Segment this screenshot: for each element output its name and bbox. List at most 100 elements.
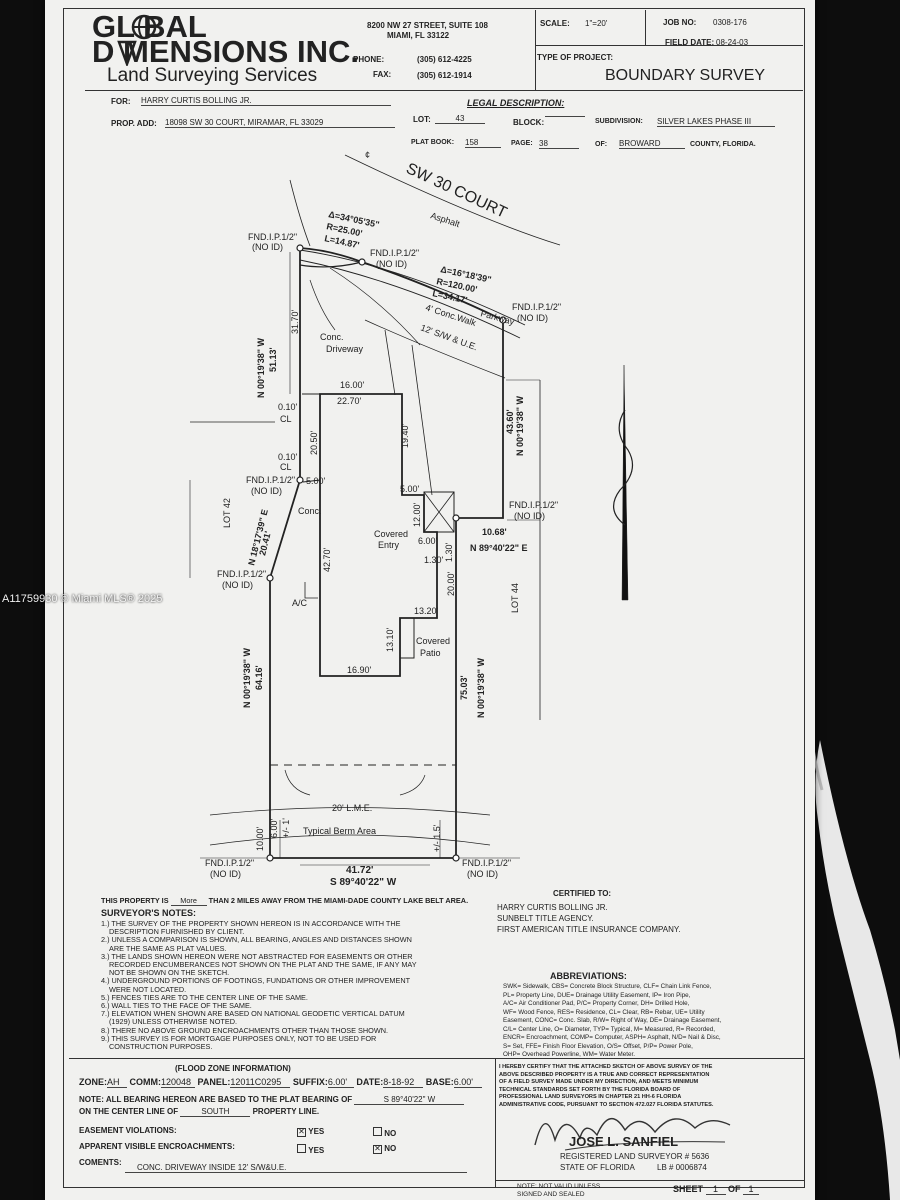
fnd-ip-5: FND.I.P.1/2" — [509, 500, 558, 510]
for-label: FOR: — [111, 97, 131, 106]
surveyor-signature — [534, 1118, 731, 1151]
dim-16-00: 16.00' — [340, 380, 365, 390]
easement-yes-checkbox[interactable]: ✕ — [297, 1127, 306, 1137]
for-value: HARRY CURTIS BOLLING JR. — [141, 96, 391, 106]
company-tagline: Land Surveying Services — [107, 65, 318, 86]
easement-no-option[interactable]: NO — [373, 1127, 396, 1138]
dim-16-90: 16.90' — [347, 665, 372, 675]
lot-label: LOT: — [413, 115, 431, 124]
walk-label: 4' Conc.Walk — [424, 302, 477, 328]
county-value: BROWARD — [619, 139, 685, 149]
dim-22-70: 22.70' — [337, 396, 362, 406]
marble-countertop — [808, 729, 900, 1200]
plus-minus-1: +/- 1' — [281, 818, 291, 838]
left-distance-top: 51.13' — [268, 347, 278, 372]
surveyor-state: STATE OF FLORIDA — [560, 1163, 635, 1172]
subdivision-label: SUBDIVISION: — [595, 118, 643, 125]
easement-yes-option[interactable]: ✕ YES — [297, 1127, 325, 1137]
not-valid-note: NOTE: NOT VALID UNLESS SIGNED AND SEALED — [517, 1183, 601, 1198]
easement-no-checkbox[interactable] — [373, 1127, 382, 1136]
compass-arrow-icon — [117, 40, 137, 71]
legal-description-title: LEGAL DESCRIPTION: — [467, 98, 565, 108]
encroachments-label: APPARENT VISIBLE ENCROACHMENTS: — [79, 1142, 235, 1151]
dim-0-10-a: 0.10' — [278, 402, 298, 412]
abbreviations-list: SWK= Sidewalk, CBS= Concrete Block Struc… — [503, 983, 722, 1058]
encroach-no-option[interactable]: ✕ NO — [373, 1144, 397, 1154]
covered-patio-2: Patio — [420, 648, 441, 658]
right-distance-bottom: 75.03' — [459, 675, 469, 700]
berm-label: Typical Berm Area — [303, 826, 376, 836]
scale-label: SCALE: — [540, 19, 570, 28]
asphalt-label: Asphalt — [429, 210, 461, 229]
dim-1-30-b: 1.30' — [444, 542, 454, 562]
plat-book-label: PLAT BOOK: — [411, 139, 455, 146]
fnd-ip-1: FND.I.P.1/2" — [248, 232, 297, 242]
fax-label: FAX: — [373, 70, 392, 79]
dim-20-50: 20.50' — [309, 430, 319, 455]
street-centerline-mark: ¢ — [365, 150, 370, 160]
surveyor-registration: REGISTERED LAND SURVEYOR # 5636 — [560, 1152, 710, 1161]
page-value: 38 — [539, 139, 579, 149]
globe-icon — [131, 14, 157, 45]
left-bearing-bottom: N 00°19'38" W — [242, 647, 252, 708]
job-number-value: 0308-176 — [713, 18, 747, 27]
plus-minus-1-5: +/- 1.5' — [432, 824, 442, 852]
fnd-ip-8-noid: (NO ID) — [467, 869, 498, 879]
phone-label: PHONE: — [353, 55, 385, 64]
dim-19-40: 19.40' — [400, 423, 410, 448]
centerline-b: CL — [280, 462, 292, 472]
comments-value: CONC. DRIVEWAY INSIDE 12' S/W&U.E. — [125, 1163, 467, 1173]
certified-to-list: HARRY CURTIS BOLLING JR. SUNBELT TITLE A… — [497, 903, 681, 934]
sheet-counter: SHEET 1 OF 1 — [673, 1184, 760, 1195]
encroach-yes-option[interactable]: YES — [297, 1144, 324, 1155]
sidewalk-easement-label: 12' S/W & U.E. — [419, 322, 479, 352]
fnd-ip-1-noid: (NO ID) — [252, 242, 283, 252]
right-distance-top: 43.60' — [505, 409, 515, 434]
right-bearing-top: N 00°19'38" W — [515, 395, 525, 456]
dim-5-00-b: 5.00' — [400, 484, 420, 494]
centerline-a: CL — [280, 414, 292, 424]
lot-44-label: LOT 44 — [510, 583, 520, 613]
dim-13-10: 13.10' — [385, 627, 395, 652]
dim-12-00: 12.00' — [412, 502, 422, 527]
fax-value: (305) 612-1914 — [417, 71, 472, 80]
bearing-east: N 89°40'22" E — [470, 543, 528, 553]
page-label: PAGE: — [511, 140, 533, 147]
block-label: BLOCK: — [513, 118, 545, 127]
covered-entry-1: Covered — [374, 529, 408, 539]
project-type-label: TYPE OF PROJECT: — [537, 53, 614, 62]
dim-6-00: 6.00' — [418, 536, 438, 546]
property-distance-note: THIS PROPERTY IS More THAN 2 MILES AWAY … — [101, 896, 469, 907]
dim-31-70: 31.70' — [290, 309, 300, 334]
encroach-no-checkbox[interactable]: ✕ — [373, 1144, 382, 1154]
scale-value: 1"=20' — [585, 19, 608, 28]
right-bearing-bottom: N 00°19'38" W — [476, 657, 486, 718]
street-name: SW 30 COURT — [403, 160, 509, 222]
flood-zone-row: ZONE:AH COMM:120048 PANEL:12011C0295 SUF… — [79, 1077, 482, 1088]
project-type-value: BOUNDARY SURVEY — [605, 67, 766, 84]
survey-sheet: GL BAL D MENSIONS INC. Land Surveying Se… — [45, 0, 815, 1200]
company-address1: 8200 NW 27 STREET, SUITE 108 — [367, 21, 488, 30]
fnd-ip-2: FND.I.P.1/2" — [370, 248, 419, 258]
ac-pad-label: A/C — [292, 598, 308, 608]
fnd-ip-3-noid: (NO ID) — [517, 313, 548, 323]
abbreviations-title: ABBREVIATIONS: — [550, 971, 627, 981]
company-address2: MIAMI, FL 33122 — [387, 31, 450, 40]
fnd-ip-2-noid: (NO ID) — [376, 259, 407, 269]
phone-value: (305) 612-4225 — [417, 55, 472, 64]
dim-42-70: 42.70' — [322, 547, 332, 572]
left-bearing-top: N 00°19'38" W — [256, 337, 266, 398]
county-suffix: COUNTY, FLORIDA. — [690, 141, 756, 148]
fnd-ip-5-noid: (NO ID) — [514, 511, 545, 521]
fnd-ip-4-noid: (NO ID) — [251, 486, 282, 496]
fnd-ip-4: FND.I.P.1/2" — [246, 475, 295, 485]
dim-1-30-a: 1.30' — [424, 555, 444, 565]
bearing-note-1: NOTE: ALL BEARING HEREON ARE BASED TO TH… — [79, 1095, 465, 1105]
fnd-ip-7-noid: (NO ID) — [210, 869, 241, 879]
encroach-yes-checkbox[interactable] — [297, 1144, 306, 1153]
sheet-border — [63, 8, 805, 1188]
subdivision-value: SILVER LAKES PHASE III — [657, 117, 775, 127]
bearing-note-2: ON THE CENTER LINE OF SOUTH PROPERTY LIN… — [79, 1107, 320, 1117]
lme-label: 20' L.M.E. — [332, 803, 372, 813]
dim-5-00-a: 5.00' — [306, 476, 326, 486]
